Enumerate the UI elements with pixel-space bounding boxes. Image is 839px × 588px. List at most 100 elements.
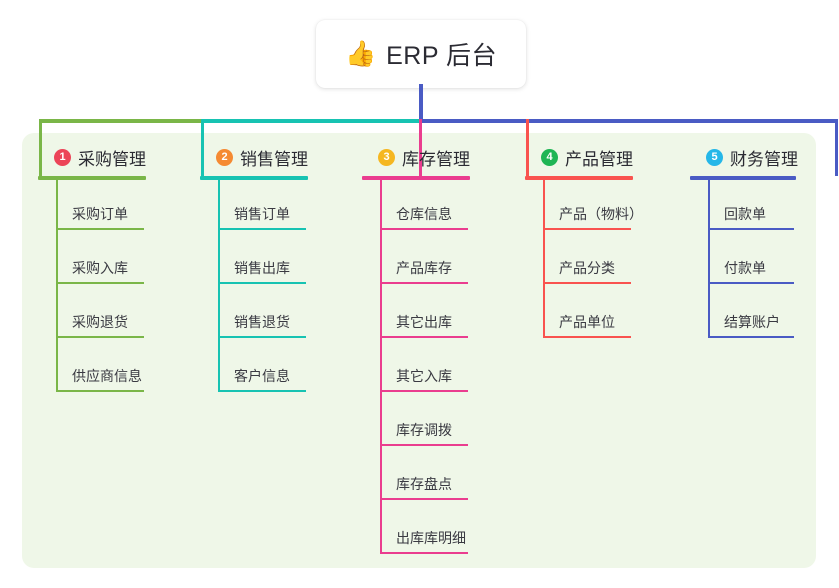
branch-item-rule [56,228,144,230]
branch-item-label: 回款单 [724,206,766,222]
branch-rule-3 [362,176,470,180]
branch-item[interactable]: 销售订单 [200,180,350,234]
thumbs-up-icon: 👍 [344,39,377,68]
branch-rule-4 [525,176,633,180]
branch-drop-line-2 [200,119,204,176]
branch-item[interactable]: 结算账户 [690,288,838,342]
branch-item-rule [218,390,306,392]
branch-item-rule [708,282,794,284]
branch-5: 5 财务管理回款单付款单结算账户 [690,146,838,342]
branch-items-4: 产品（物料） 产品分类产品单位 [525,180,675,342]
branch-item-label: 产品分类 [559,260,615,276]
branch-header-5[interactable]: 5 财务管理 [690,146,838,169]
branch-badge-3: 3 [378,148,395,166]
root-node-content: 👍 ERP 后台 [345,36,497,72]
branch-item-label: 采购退货 [72,314,128,330]
branch-item-label: 结算账户 [724,314,780,330]
branch-item[interactable]: 仓库信息 [362,180,512,234]
branch-items-1: 采购订单采购入库采购退货供应商信息 [38,180,188,396]
branch-item-label: 销售出库 [234,260,290,276]
branch-item[interactable]: 出库库明细 [362,504,512,558]
branch-title-4: 产品管理 [565,149,633,169]
branch-item-label: 产品（物料） [559,206,643,222]
branch-item-label: 仓库信息 [396,206,452,222]
branch-spine-5 [708,180,710,338]
branch-item[interactable]: 其它出库 [362,288,512,342]
branch-item-label: 付款单 [724,260,766,276]
branch-item-label: 采购入库 [72,260,128,276]
branch-4: 4 产品管理产品（物料） 产品分类产品单位 [525,146,675,342]
trunk-segment-blue [421,119,838,123]
branch-title-5: 财务管理 [730,149,798,169]
branch-item[interactable]: 产品单位 [525,288,675,342]
branch-item[interactable]: 付款单 [690,234,838,288]
branch-item[interactable]: 采购订单 [38,180,188,234]
branch-item-label: 其它出库 [396,314,452,330]
branch-item-rule [218,228,306,230]
branch-spine-1 [56,180,58,392]
branch-item-label: 供应商信息 [72,368,142,384]
branch-badge-4: 4 [541,148,558,166]
branch-item-rule [543,282,631,284]
branch-drop-line-1 [38,119,42,176]
branch-drop-line-5 [834,119,838,176]
branch-item[interactable]: 采购入库 [38,234,188,288]
branch-item[interactable]: 库存盘点 [362,450,512,504]
trunk-segment-teal [202,119,421,123]
branches-panel [22,133,816,568]
branch-items-2: 销售订单销售出库销售退货客户信息 [200,180,350,396]
branch-2: 2 销售管理销售订单销售出库销售退货客户信息 [200,146,350,396]
branch-header-3[interactable]: 3 库存管理 [362,146,512,169]
branch-item-rule [708,228,794,230]
branch-header-1[interactable]: 1 采购管理 [38,146,188,169]
branch-items-3: 仓库信息产品库存其它出库其它入库库存调拨库存盘点出库库明细 [362,180,512,558]
branch-item-rule [380,390,468,392]
branch-badge-5: 5 [706,148,723,166]
branch-item[interactable]: 产品（物料） [525,180,675,234]
branch-item[interactable]: 销售出库 [200,234,350,288]
branch-spine-2 [218,180,220,392]
branch-rule-2 [200,176,308,180]
branch-item[interactable]: 采购退货 [38,288,188,342]
branch-drop-line-3 [418,119,422,176]
branch-rule-1 [38,176,146,180]
root-stem [419,84,423,123]
branch-item-label: 销售订单 [234,206,290,222]
branch-drop-line-4 [525,119,529,176]
branch-item[interactable]: 供应商信息 [38,342,188,396]
branch-item-label: 产品单位 [559,314,615,330]
branch-item-label: 库存盘点 [396,476,452,492]
branch-item[interactable]: 产品分类 [525,234,675,288]
root-node[interactable]: 👍 ERP 后台 [316,20,526,88]
branch-item[interactable]: 产品库存 [362,234,512,288]
branch-item[interactable]: 其它入库 [362,342,512,396]
branch-item[interactable]: 销售退货 [200,288,350,342]
branch-1: 1 采购管理采购订单采购入库采购退货供应商信息 [38,146,188,396]
branch-item-label: 库存调拨 [396,422,452,438]
branch-spine-3 [380,180,382,554]
branch-header-4[interactable]: 4 产品管理 [525,146,675,169]
branch-header-2[interactable]: 2 销售管理 [200,146,350,169]
branch-item[interactable]: 回款单 [690,180,838,234]
branch-item-label: 其它入库 [396,368,452,384]
branch-item-rule [380,498,468,500]
branch-item-rule [380,228,468,230]
trunk-segment-green [40,119,202,123]
branch-item-rule [56,336,144,338]
branch-badge-1: 1 [54,148,71,166]
branch-badge-2: 2 [216,148,233,166]
branch-title-2: 销售管理 [240,149,308,169]
branch-item-rule [218,336,306,338]
root-node-title: ERP 后台 [386,42,498,70]
branch-3: 3 库存管理仓库信息产品库存其它出库其它入库库存调拨库存盘点出库库明细 [362,146,512,558]
branch-title-3: 库存管理 [402,149,470,169]
branch-rule-5 [690,176,796,180]
branch-item[interactable]: 客户信息 [200,342,350,396]
branch-item-rule [543,228,631,230]
branch-item-label: 产品库存 [396,260,452,276]
branch-title-1: 采购管理 [78,149,146,169]
branch-item-label: 出库库明细 [396,530,466,546]
branch-item[interactable]: 库存调拨 [362,396,512,450]
branch-item-rule [380,336,468,338]
